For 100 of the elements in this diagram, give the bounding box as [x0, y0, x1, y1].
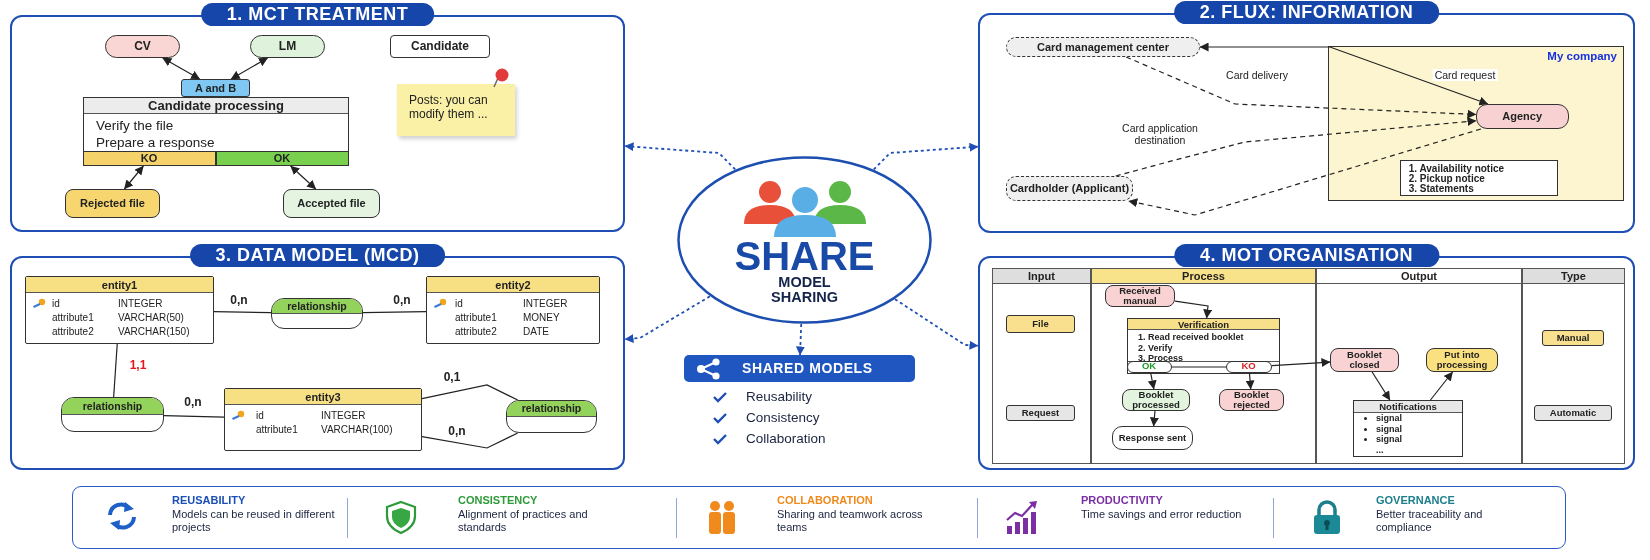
- benefit-title: PRODUCTIVITY: [1081, 494, 1163, 507]
- attribute-type: INTEGER: [321, 409, 366, 422]
- benefit-title: REUSABILITY: [172, 494, 246, 507]
- swimlane: [1522, 268, 1625, 464]
- benefit-text: Sharing and teamwork across teams: [777, 508, 924, 533]
- relationship-shape: [61, 397, 164, 432]
- attribute-type: VARCHAR(100): [321, 423, 393, 436]
- list-item: signal: [1354, 423, 1462, 434]
- list-item: signal: [1354, 434, 1462, 445]
- connector-line: [163, 415, 225, 418]
- hub-title: SHARE: [733, 236, 876, 276]
- edge-label: Card request: [1432, 69, 1498, 81]
- list-item: ...: [1375, 444, 1385, 455]
- connector-line: [113, 343, 118, 398]
- arrow: [162, 57, 201, 80]
- edge-label: 0,n: [391, 294, 413, 306]
- checklist-item: Consistency: [746, 410, 820, 425]
- sticky-note: Posts: you can modify them ...: [397, 84, 515, 136]
- edge-label: Card delivery: [1224, 69, 1290, 81]
- edge-label: 0,n: [446, 425, 468, 437]
- box-header: Notifications: [1354, 401, 1462, 413]
- relationship-header: relationship: [272, 299, 362, 314]
- entity-header: entity3: [225, 389, 421, 405]
- benefit-text: Models can be reused in different projects: [172, 508, 336, 533]
- type-tag: Manual: [1542, 330, 1604, 346]
- arrow: [1149, 410, 1159, 427]
- edge-label: 1,1: [127, 359, 149, 371]
- process-box: [83, 97, 349, 166]
- edge-label: 0,n: [228, 294, 250, 306]
- swimlane: [1091, 268, 1316, 464]
- arrow: [1271, 358, 1331, 368]
- task-text: 2. Verify: [1137, 342, 1174, 353]
- attribute-type: VARCHAR(50): [118, 311, 184, 324]
- ok-bar: OK: [215, 150, 349, 166]
- attribute-type: MONEY: [523, 311, 560, 324]
- entity-table: [224, 388, 422, 451]
- connector-line: [213, 311, 272, 314]
- relationship-shape: [271, 298, 363, 329]
- connector-line: [362, 310, 427, 314]
- panel-title: 4. MOT ORGANISATION: [1173, 244, 1440, 267]
- checklist-item: Reusability: [746, 389, 813, 404]
- arrow: [872, 142, 979, 171]
- relationship-header: relationship: [507, 401, 596, 417]
- shared-models-banner: [684, 355, 915, 382]
- process-box: [1127, 318, 1280, 374]
- panel-title: 3. DATA MODEL (MCD): [189, 244, 446, 267]
- edge-label: 0,1: [441, 371, 463, 383]
- panel-title: 2. FLUX: INFORMATION: [1173, 1, 1440, 24]
- list-item: signal: [1354, 413, 1462, 424]
- task-text: Verify the file: [95, 117, 175, 134]
- lane-header: Type: [1523, 269, 1624, 284]
- state-pill: Booklet processed: [1122, 389, 1190, 411]
- arrow: [1245, 372, 1255, 390]
- file-pill: Accepted file: [283, 189, 380, 218]
- label-box: Candidate: [390, 35, 490, 58]
- lane-header: Input: [993, 269, 1090, 284]
- benefit-text: Better traceability and compliance: [1376, 508, 1484, 533]
- actor-pill: Card management center: [1006, 37, 1200, 57]
- arrow: [795, 323, 805, 356]
- arrow: [624, 295, 711, 343]
- attribute-type: DATE: [523, 325, 549, 338]
- ok-pill: OK: [1126, 360, 1172, 373]
- state-pill: Response sent: [1112, 426, 1193, 450]
- swimlane: [992, 268, 1091, 464]
- arrow: [1147, 372, 1157, 390]
- arrow: [1115, 117, 1477, 177]
- attribute-name: id: [256, 409, 264, 422]
- entity-header: entity1: [26, 277, 213, 293]
- lane-header: Process: [1092, 269, 1315, 284]
- arrow: [1429, 371, 1454, 401]
- benefit-text: Alignment of practices and standards: [458, 508, 589, 533]
- box-header: Candidate processing: [84, 98, 348, 114]
- arrow: [1128, 128, 1482, 216]
- arrow: [1174, 300, 1213, 319]
- checklist-item: Collaboration: [746, 431, 826, 446]
- list-item: 2. Pickup notice: [1408, 173, 1486, 184]
- agency-pill: Agency: [1475, 103, 1569, 129]
- connector-line: [1171, 366, 1227, 368]
- state-pill: Booklet rejected: [1219, 389, 1284, 411]
- benefit-title: GOVERNANCE: [1376, 494, 1455, 507]
- state-pill: Booklet closed: [1330, 348, 1399, 372]
- relationship-header: relationship: [62, 398, 163, 415]
- input-tag: File: [1006, 315, 1075, 333]
- task-text: 1. Read received booklet: [1137, 332, 1245, 343]
- arrow: [290, 165, 317, 190]
- attribute-name: attribute2: [455, 325, 497, 338]
- hub-subtitle: MODEL SHARING: [770, 275, 839, 305]
- arrow: [1199, 42, 1489, 106]
- box-header: Verification: [1128, 319, 1279, 330]
- benefit-title: CONSISTENCY: [458, 494, 538, 507]
- input-tag: Request: [1006, 405, 1075, 421]
- zone-title: My company: [1547, 50, 1617, 62]
- attribute-type: INTEGER: [523, 297, 568, 310]
- panel-title: 1. MCT TREATMENT: [200, 3, 435, 26]
- type-tag: Automatic: [1534, 405, 1612, 421]
- benefit-title: COLLABORATION: [777, 494, 873, 507]
- arrow: [1371, 371, 1391, 401]
- entity-table: [25, 276, 214, 344]
- arrow: [624, 142, 737, 171]
- task-text: Prepare a response: [95, 134, 216, 151]
